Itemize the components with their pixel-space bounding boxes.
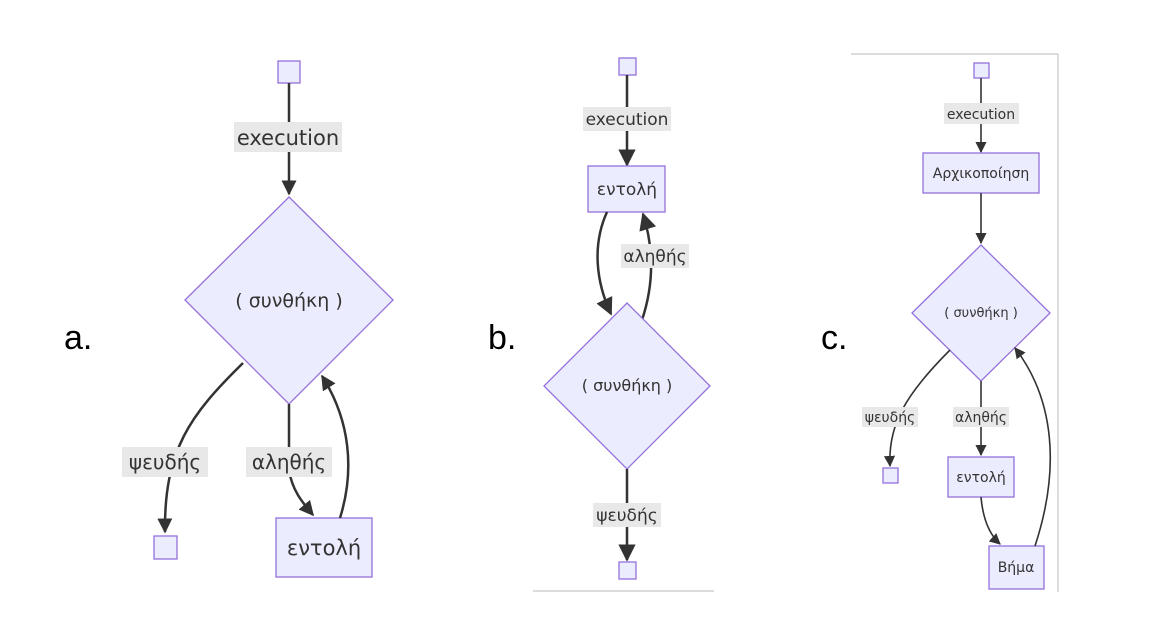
panel-c-step-text: Βήμα — [998, 560, 1035, 576]
panel-a-decision-text: ( συνθήκη ) — [235, 290, 342, 312]
panel-b-false-label: ψευδής — [596, 506, 657, 526]
panel-b-start-node — [618, 57, 637, 76]
panel-b-execution-label: execution — [586, 110, 669, 130]
panel-a: a. execution ( συνθήκη ) ψευδής αληθής ε… — [64, 60, 394, 578]
panel-c-init-text: Αρχικοποίηση — [933, 166, 1029, 182]
panel-b-edge-to-decision — [596, 211, 613, 316]
panel-b-letter: b. — [488, 319, 516, 357]
panel-a-end-node — [153, 535, 178, 560]
panel-b-execution-label-bg — [583, 107, 671, 131]
panel-b: b. execution εντολή αληθής ( συνθήκη ) ψ… — [488, 57, 714, 592]
panel-c-execution-label-bg — [944, 103, 1019, 124]
panel-c-decision-text: ( συνθήκη ) — [944, 306, 1018, 321]
panel-c-execution-label: execution — [947, 107, 1015, 123]
panel-b-statement-node — [587, 165, 666, 213]
panel-a-execution-label-bg — [234, 122, 342, 152]
panel-a-statement-node — [275, 517, 373, 578]
panel-a-statement-text: εντολή — [287, 536, 361, 560]
panel-c-statement-node — [947, 456, 1015, 498]
panel-c: c. execution Αρχικοποίηση ( συνθήκη ) ψε… — [821, 53, 1059, 592]
panel-b-true-label-bg — [621, 244, 689, 268]
panel-b-false-label-bg — [593, 503, 661, 527]
panel-a-letter: a. — [64, 319, 92, 357]
panel-c-edge-statement-to-step — [980, 496, 1001, 545]
panel-c-init-node — [922, 152, 1040, 194]
panel-b-true-label: αληθής — [623, 247, 686, 267]
panel-c-false-label-bg — [862, 407, 918, 427]
panel-a-false-label-bg — [122, 447, 208, 477]
panel-c-edge-loop — [1014, 347, 1052, 547]
panel-c-true-label-bg — [953, 407, 1009, 427]
panel-c-end-node — [882, 467, 899, 484]
panel-c-statement-text: εντολή — [956, 470, 1006, 486]
panel-a-execution-label: execution — [237, 126, 339, 150]
panel-a-edge-false — [157, 362, 244, 534]
panel-a-start-node — [277, 60, 301, 84]
panel-a-false-label: ψευδής — [129, 450, 201, 474]
panel-a-edge-loop — [320, 374, 350, 519]
panel-a-true-label-bg — [246, 447, 332, 477]
panel-b-end-node — [618, 561, 637, 580]
panel-c-true-label: αληθής — [955, 410, 1007, 426]
panel-c-letter: c. — [821, 319, 847, 357]
panel-b-statement-text: εντολή — [597, 180, 657, 200]
panel-c-start-node — [973, 62, 990, 79]
panel-c-false-label: ψευδής — [865, 410, 916, 426]
panel-c-step-node — [988, 545, 1045, 590]
panel-a-true-label: αληθής — [252, 450, 326, 474]
panel-b-edge-true — [639, 212, 657, 321]
panel-b-decision-text: ( συνθήκη ) — [582, 376, 673, 395]
